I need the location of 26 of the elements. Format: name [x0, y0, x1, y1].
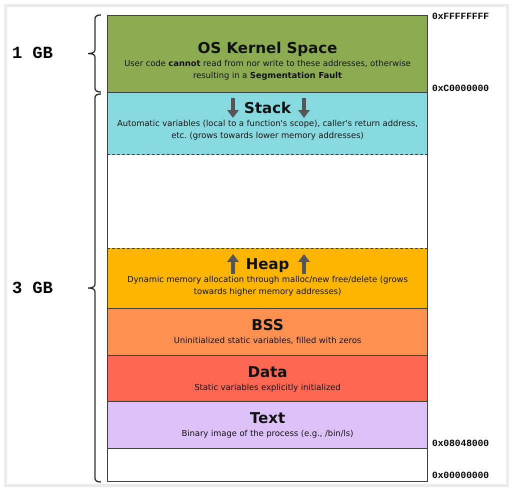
- segment-description: User code cannot read from nor write to these addresses, otherwise resulting in a Segmentation Fault: [123, 57, 412, 81]
- segment-title: Stack: [244, 99, 291, 117]
- memory-segment: [107, 15, 428, 93]
- segment-description: Automatic variables (local to a function's scope), caller's return address, etc. (grows towards lower memory addresses): [116, 117, 419, 141]
- segment-title: Heap: [246, 255, 290, 273]
- empty-segment: [107, 155, 428, 248]
- address-label: 0xC0000000: [432, 83, 490, 94]
- memory-segment: [107, 356, 428, 402]
- segment-description: Uninitialized static variables, filled with zeros: [172, 334, 362, 346]
- segment-title: BSS: [251, 316, 284, 334]
- memory-segment: [107, 402, 428, 449]
- size-label: 1 GB: [12, 45, 53, 64]
- segment-title: Data: [248, 363, 288, 381]
- memory-segment: [107, 93, 428, 155]
- size-label: 3 GB: [12, 280, 53, 299]
- segment-description: Binary image of the process (e.g., /bin/ls): [180, 427, 354, 439]
- empty-segment: [107, 449, 428, 482]
- segment-title: OS Kernel Space: [198, 39, 338, 57]
- segment-description: Static variables explicitly initialized: [193, 381, 342, 393]
- address-label: 0x08048000: [432, 438, 490, 449]
- segment-description: Dynamic memory allocation through malloc/new free/delete (grows towards higher memory addresses): [126, 273, 409, 297]
- memory-segment: [107, 309, 428, 356]
- address-label: 0x00000000: [432, 470, 490, 481]
- segment-title: Text: [250, 409, 286, 427]
- address-label: 0xFFFFFFFF: [432, 11, 490, 22]
- memory-segment: [107, 248, 428, 309]
